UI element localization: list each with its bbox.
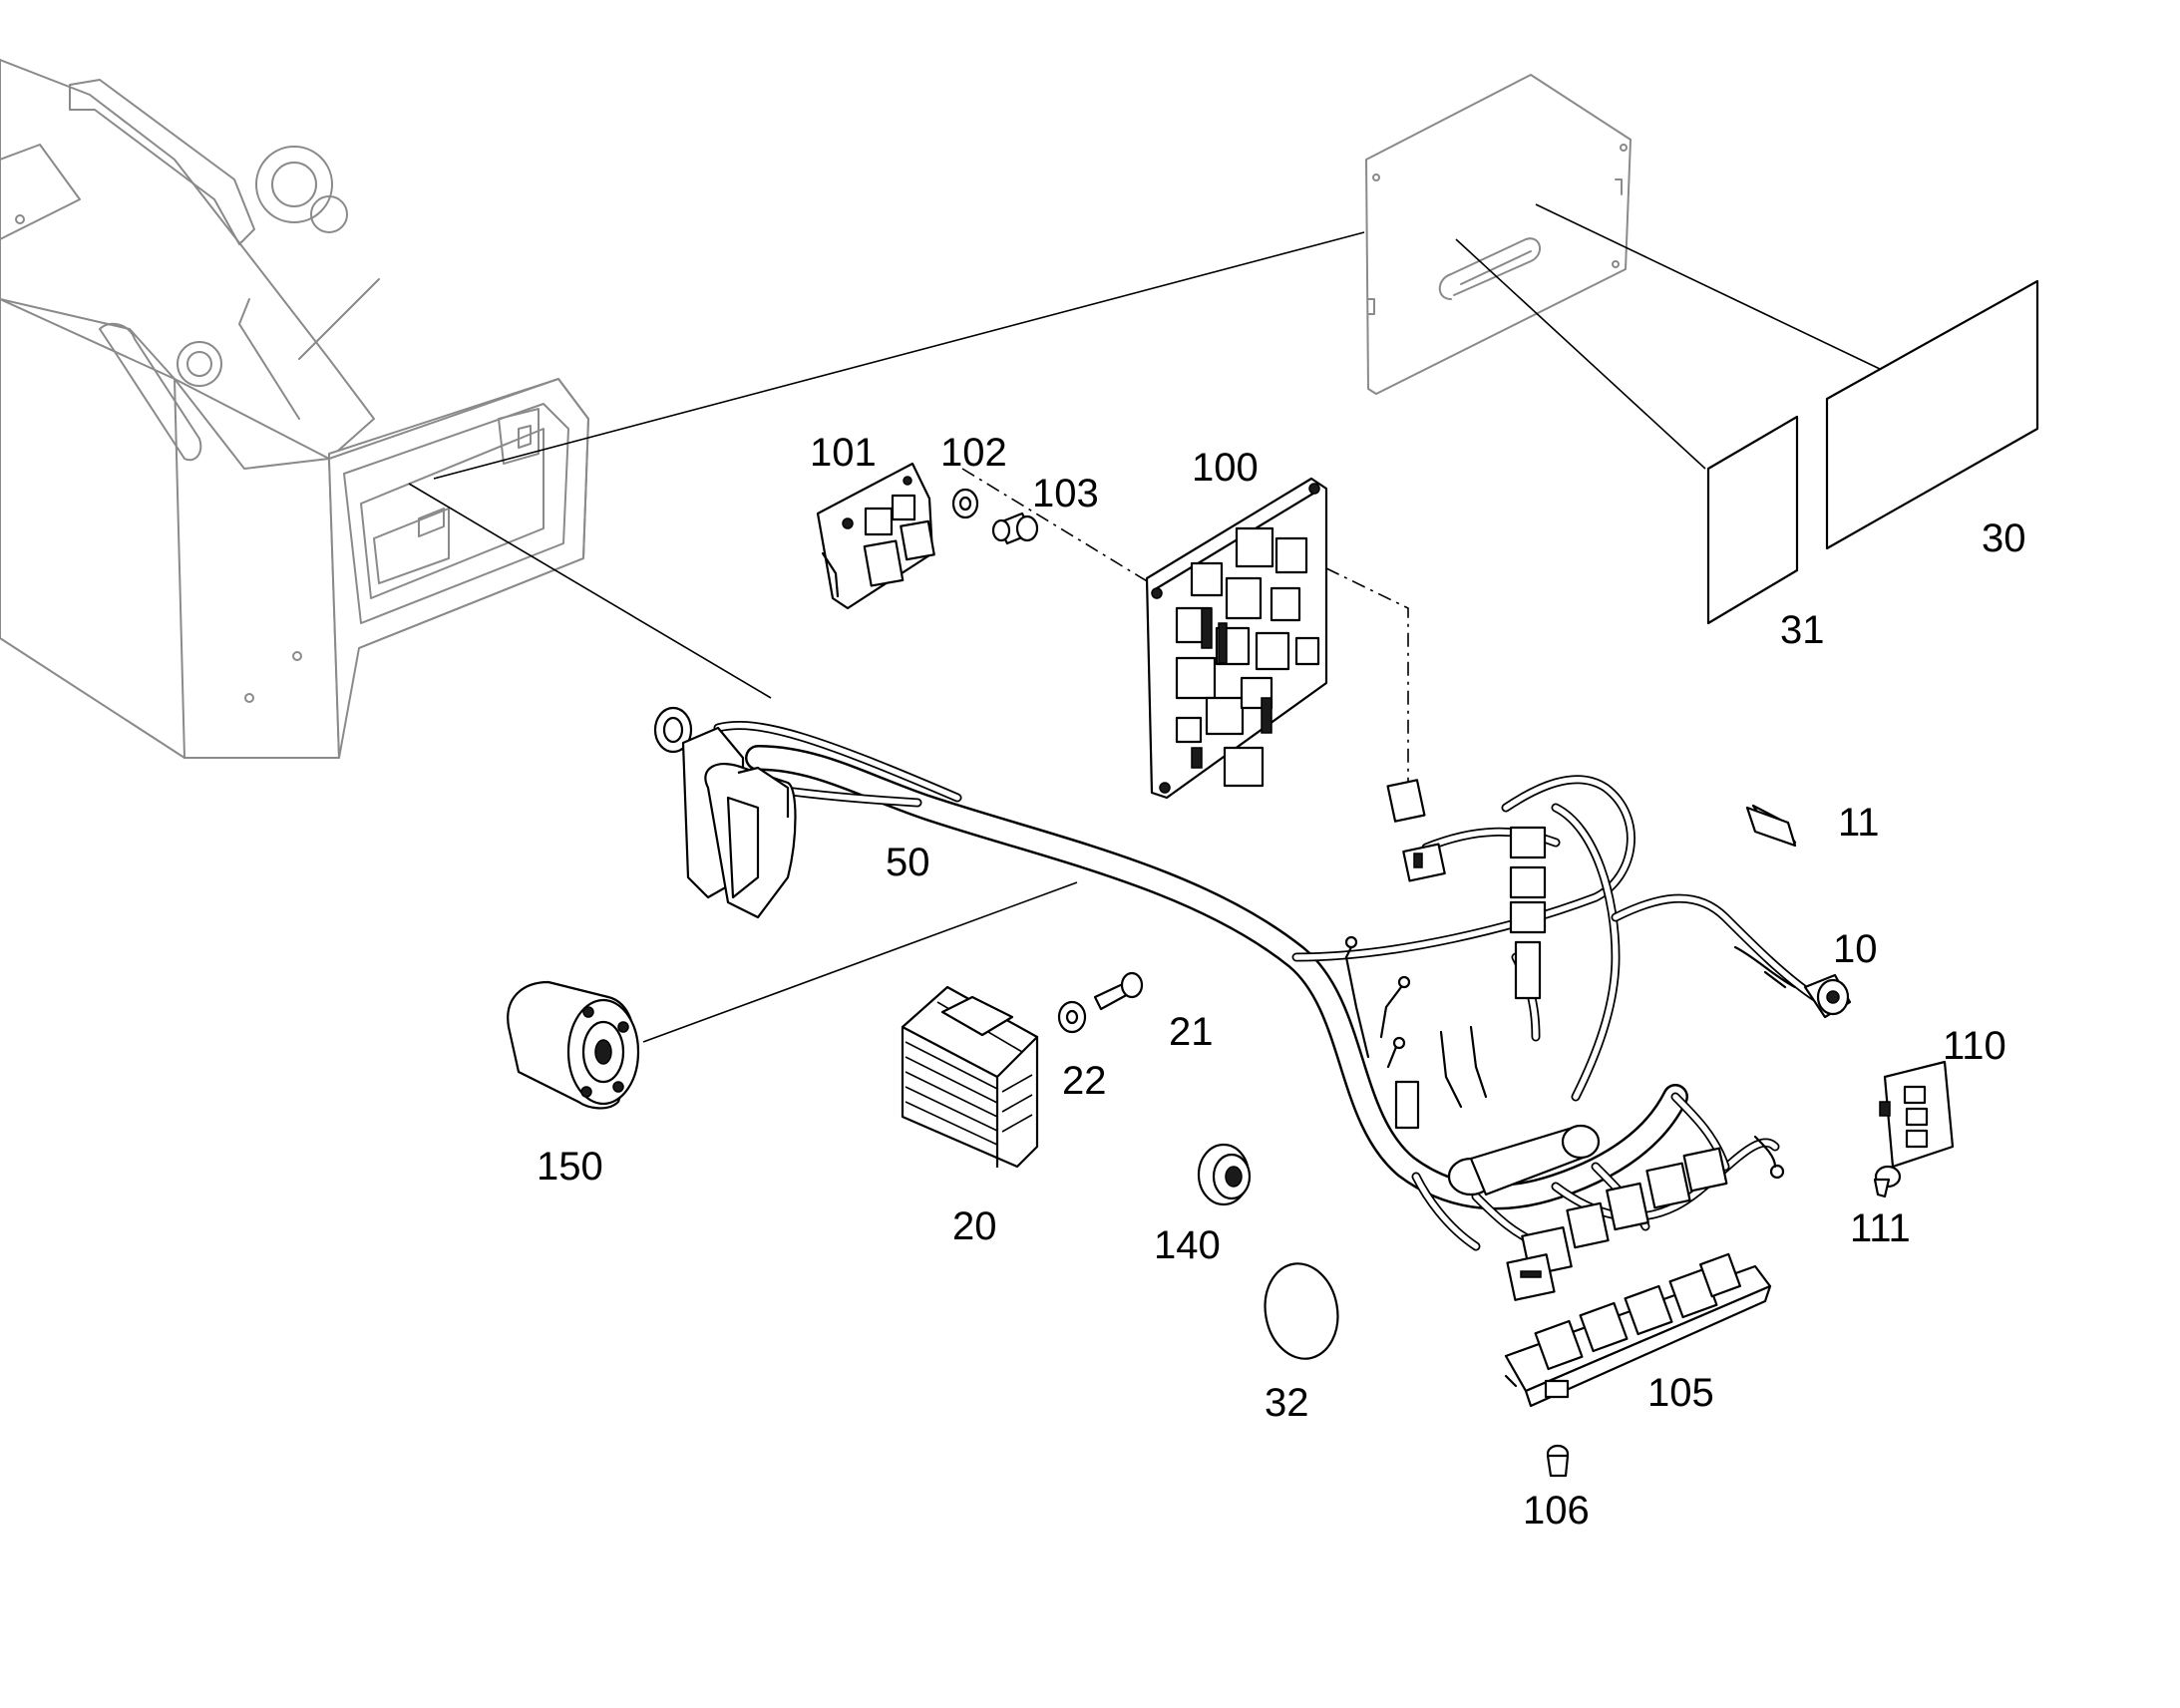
screw-21 [1093,971,1144,1011]
washer-102 [951,488,979,519]
decal-30 [1825,279,2039,550]
callout-32: 32 [1265,1381,1309,1425]
callout-103: 103 [1032,472,1099,515]
callout-20: 20 [952,1204,997,1248]
callout-21: 21 [1169,1010,1214,1054]
device-150 [507,980,640,1110]
washer-22 [1057,1000,1087,1034]
callout-102: 102 [940,431,1007,475]
callout-11: 11 [1838,801,1880,845]
module-20 [901,985,1039,1169]
leader-150 [642,881,1078,1043]
callout-140: 140 [1154,1223,1221,1267]
screw-106 [1546,1444,1570,1478]
callout-10: 10 [1833,927,1878,971]
callout-150: 150 [537,1145,603,1189]
callout-111: 111 [1850,1206,1911,1250]
screw-111 [1873,1165,1902,1198]
leader-lines [408,203,1881,1043]
screw-103 [991,512,1039,545]
callout-101: 101 [810,431,877,475]
grommet-140 [1197,1143,1252,1206]
side-panel [1365,74,1632,395]
callout-50: 50 [886,841,930,884]
leader-harness [408,483,772,699]
relay-board-101 [816,462,935,610]
dash-100 [1325,567,1409,788]
machine-housing [0,59,589,759]
leader-30 [1535,203,1881,370]
o-ring-32 [1264,1262,1339,1360]
leader-31 [1455,238,1706,470]
callout-30: 30 [1982,516,2026,560]
callout-31: 31 [1780,608,1825,652]
control-board-100 [1145,477,1328,800]
decal-11 [1745,804,1797,848]
board-110 [1879,1060,1955,1169]
callout-106: 106 [1523,1489,1590,1533]
wiring-harness-50 [653,706,1820,1301]
connector-10 [1803,973,1852,1019]
fuse-box-105 [1504,1252,1772,1408]
dash-101 [961,468,1168,594]
decal-31 [1706,415,1799,625]
callout-100: 100 [1192,446,1259,490]
callout-105: 105 [1647,1371,1714,1415]
callout-22: 22 [1062,1059,1107,1103]
callout-110: 110 [1943,1024,2006,1068]
callouts: 11 10 30 31 50 100 101 102 103 110 111 2… [537,431,2026,1533]
leader-panel [433,231,1365,480]
